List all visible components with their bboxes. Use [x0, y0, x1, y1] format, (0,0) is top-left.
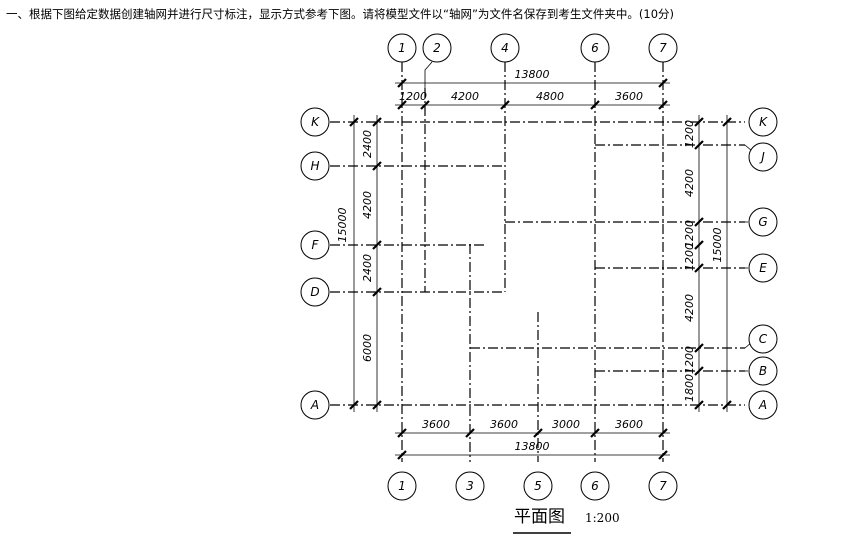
right-axis-label-J: J: [759, 150, 765, 164]
right-dim-2: 4200: [683, 169, 696, 197]
right-dim-5: 4200: [683, 294, 696, 322]
right-axis-label-G: G: [758, 215, 767, 229]
top-dim-2: 4200: [451, 90, 479, 103]
bottom-axis-label-1: 1: [398, 479, 406, 493]
drawing-scale: 1:200: [585, 511, 620, 525]
drawing-title: 平面图: [514, 507, 565, 527]
drawing-title-block: 平面图 1:200: [513, 507, 620, 534]
top-dim-3: 4800: [536, 90, 564, 103]
top-total-dim: 13800: [515, 68, 550, 81]
axis-bubbles-left: K H F D A: [300, 107, 330, 420]
top-axis-label-1: 1: [398, 41, 406, 55]
top-dim-1: 1200: [399, 90, 427, 103]
right-axis-label-C: C: [759, 332, 768, 346]
top-axis-label-4: 4: [501, 41, 509, 55]
top-axis-label-7: 7: [659, 41, 667, 55]
top-dim-4: 3600: [615, 90, 643, 103]
vertical-axis-lines: [401, 62, 664, 462]
right-dim-6: 1200: [683, 346, 696, 374]
top-axis-label-6: 6: [591, 41, 599, 55]
left-total-dim: 15000: [336, 208, 349, 243]
right-dim-4: 1200: [683, 243, 696, 271]
left-dim-3: 2400: [361, 254, 374, 282]
left-axis-label-K: K: [311, 115, 320, 129]
right-axis-label-A: A: [758, 398, 767, 412]
dimension-lines: [349, 78, 732, 460]
right-total-dim: 15000: [711, 228, 724, 263]
bubble-leaders: [424, 61, 756, 372]
left-dim-2: 4200: [361, 191, 374, 219]
bottom-axis-label-5: 5: [534, 479, 542, 493]
left-dim-1: 2400: [361, 130, 374, 158]
right-axis-label-E: E: [759, 261, 767, 275]
left-axis-label-H: H: [310, 159, 319, 173]
axis-bubbles-top: 1 2 4 6 7: [387, 33, 678, 63]
dimension-texts: 13800 1200 4200 4800 3600 3600 3600 3000…: [336, 68, 724, 453]
left-dim-4: 6000: [361, 334, 374, 362]
axis-bubbles-right: K J G E C B A: [748, 107, 778, 420]
left-axis-label-D: D: [310, 285, 319, 299]
bottom-dim-1: 3600: [422, 418, 450, 431]
bottom-axis-label-6: 6: [591, 479, 599, 493]
bottom-dim-2: 3600: [490, 418, 518, 431]
top-axis-label-2: 2: [433, 41, 441, 55]
bottom-dim-4: 3600: [615, 418, 643, 431]
right-dim-1: 1200: [683, 120, 696, 148]
bottom-axis-label-3: 3: [466, 479, 474, 493]
right-dim-7: 1800: [683, 374, 696, 402]
bottom-dim-3: 3000: [552, 418, 580, 431]
question-instruction: 一、根据下图给定数据创建轴网并进行尺寸标注，显示方式参考下图。请将模型文件以“轴…: [6, 7, 675, 21]
right-axis-label-B: B: [759, 364, 767, 378]
axis-bubbles-bottom: 1 3 5 6 7: [387, 471, 678, 501]
bottom-total-dim: 13800: [515, 440, 550, 453]
right-dim-3: 1200: [683, 220, 696, 248]
left-axis-label-A: A: [310, 398, 319, 412]
left-axis-label-F: F: [312, 238, 320, 252]
right-axis-label-K: K: [759, 115, 768, 129]
bottom-axis-label-7: 7: [659, 479, 667, 493]
